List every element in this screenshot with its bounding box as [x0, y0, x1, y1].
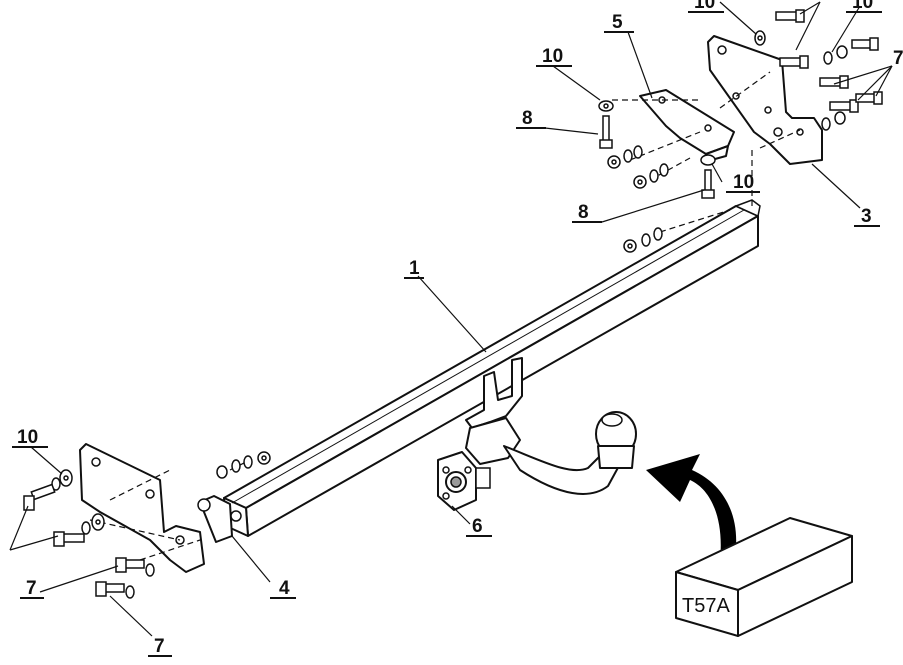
- nut: [633, 175, 647, 189]
- washer: [598, 100, 614, 112]
- model-box-label: T57A: [682, 595, 730, 617]
- callout-8-upper: 8: [522, 108, 533, 129]
- ball-mount-assembly: [465, 357, 637, 495]
- washer: [125, 585, 135, 599]
- washer: [91, 513, 105, 531]
- nut: [623, 239, 637, 253]
- washer: [243, 455, 253, 469]
- washer: [81, 521, 91, 535]
- callout-10-top-left: 10: [694, 0, 715, 13]
- washer: [231, 459, 241, 473]
- washer: [659, 163, 669, 177]
- leader-lines: [9, 1, 893, 637]
- callout-6: 6: [472, 516, 483, 537]
- bolt: [779, 55, 809, 69]
- bolt: [819, 75, 849, 89]
- callout-1: 1: [409, 258, 420, 279]
- nut: [834, 111, 846, 125]
- washer: [145, 563, 155, 577]
- bolt: [851, 37, 879, 51]
- left-beam-bracket: [197, 495, 242, 543]
- nut: [257, 451, 271, 465]
- fasteners: [23, 9, 883, 599]
- washer: [754, 30, 766, 46]
- callout-7-left: 7: [26, 578, 37, 599]
- callout-10-left: 10: [17, 427, 38, 448]
- angle-bracket: [639, 89, 735, 163]
- callout-4: 4: [279, 578, 290, 599]
- washer: [653, 227, 663, 241]
- bolt: [23, 483, 56, 511]
- bolt: [95, 581, 125, 597]
- nut: [216, 465, 228, 479]
- bolt: [701, 169, 715, 199]
- bolt: [53, 531, 85, 547]
- washer: [641, 233, 651, 247]
- washer: [821, 117, 831, 131]
- model-box: T57A: [675, 517, 853, 637]
- washer: [59, 469, 73, 487]
- bolt: [829, 99, 859, 113]
- callout-8-lower: 8: [578, 202, 589, 223]
- socket-plate: [437, 451, 491, 511]
- callout-7-bottom: 7: [154, 636, 165, 657]
- washer: [633, 145, 643, 159]
- washer: [649, 169, 659, 183]
- bolt: [775, 9, 805, 23]
- washer: [823, 51, 833, 65]
- bolt: [599, 115, 613, 149]
- left-vehicle-bracket: [79, 443, 205, 573]
- pointer-arrow: [646, 454, 737, 562]
- nut: [607, 155, 621, 169]
- callout-7-right: 7: [893, 48, 903, 69]
- callout-3: 3: [861, 206, 872, 227]
- callout-10-lower: 10: [733, 172, 754, 193]
- callout-5: 5: [612, 12, 623, 33]
- callout-10-bracket: 10: [542, 46, 563, 67]
- callout-10-top-right: 10: [852, 0, 873, 13]
- washer: [700, 154, 716, 166]
- nut: [836, 45, 848, 59]
- bolt: [115, 557, 145, 573]
- callout-labels: 1 3 4 5 6 7 7 7 8 8 10 10 10 10 10: [12, 0, 903, 657]
- washer: [623, 149, 633, 163]
